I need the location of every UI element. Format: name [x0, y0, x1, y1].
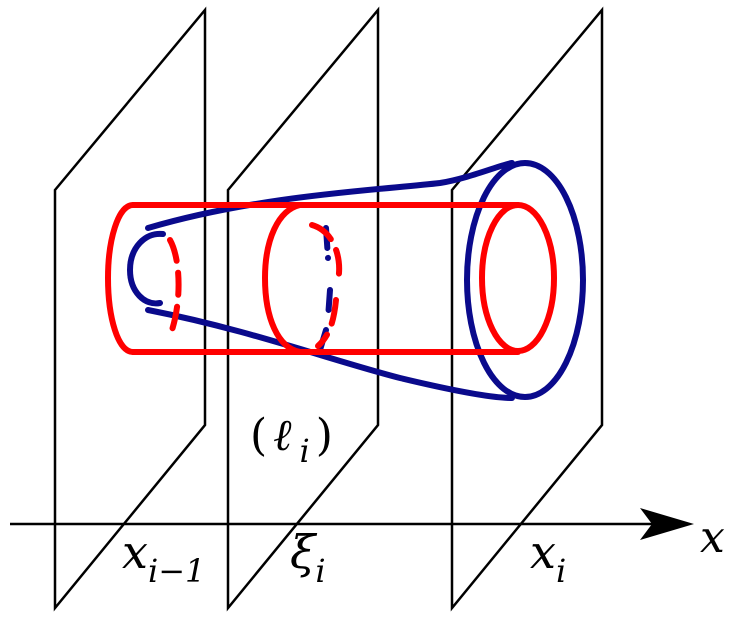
- label-ell: ℓ: [273, 410, 292, 461]
- cylinder-left-cap: [104, 202, 136, 355]
- volume-surface: [126, 160, 586, 401]
- cylinder-right-cap: [479, 202, 557, 354]
- axis-x-label: x: [700, 512, 725, 563]
- plane-x-i: [450, 6, 604, 612]
- label-x-i-base: x: [530, 525, 556, 579]
- label-x-i-minus-1: xi−1: [122, 525, 205, 590]
- surface-cap-right: [464, 160, 586, 400]
- surface-cap-left-visible: [126, 230, 166, 307]
- label-xi-i: ξi: [290, 525, 326, 590]
- label-x-i-minus-1-base: x: [122, 525, 148, 579]
- label-x-i-sub: i: [556, 552, 566, 590]
- label-ell-sub: i: [300, 432, 310, 470]
- surface-bottom-edge: [145, 307, 515, 401]
- label-ell-open: (: [250, 410, 267, 461]
- cylinder-mid-slice: [261, 202, 303, 355]
- plane-xi-i: [226, 6, 380, 612]
- x-axis-arrowhead: [640, 508, 694, 540]
- label-xi-sub: i: [315, 552, 325, 590]
- label-x-i-minus-1-sub: i−1: [148, 552, 205, 590]
- surface-top-edge: [145, 160, 515, 231]
- label-xi-base: ξ: [290, 525, 318, 579]
- cylinder-left-cap-hidden: [167, 237, 182, 333]
- plane-x-i-minus-1: [53, 6, 207, 612]
- surface-mid-slice-dashed: [317, 225, 333, 353]
- x-axis: [10, 508, 694, 540]
- label-ell-close: ): [316, 410, 333, 461]
- cylinder: [104, 202, 557, 355]
- cylinder-mid-slice-hidden: [309, 222, 343, 349]
- planes: [53, 6, 604, 612]
- label-x-i: xi: [530, 525, 566, 590]
